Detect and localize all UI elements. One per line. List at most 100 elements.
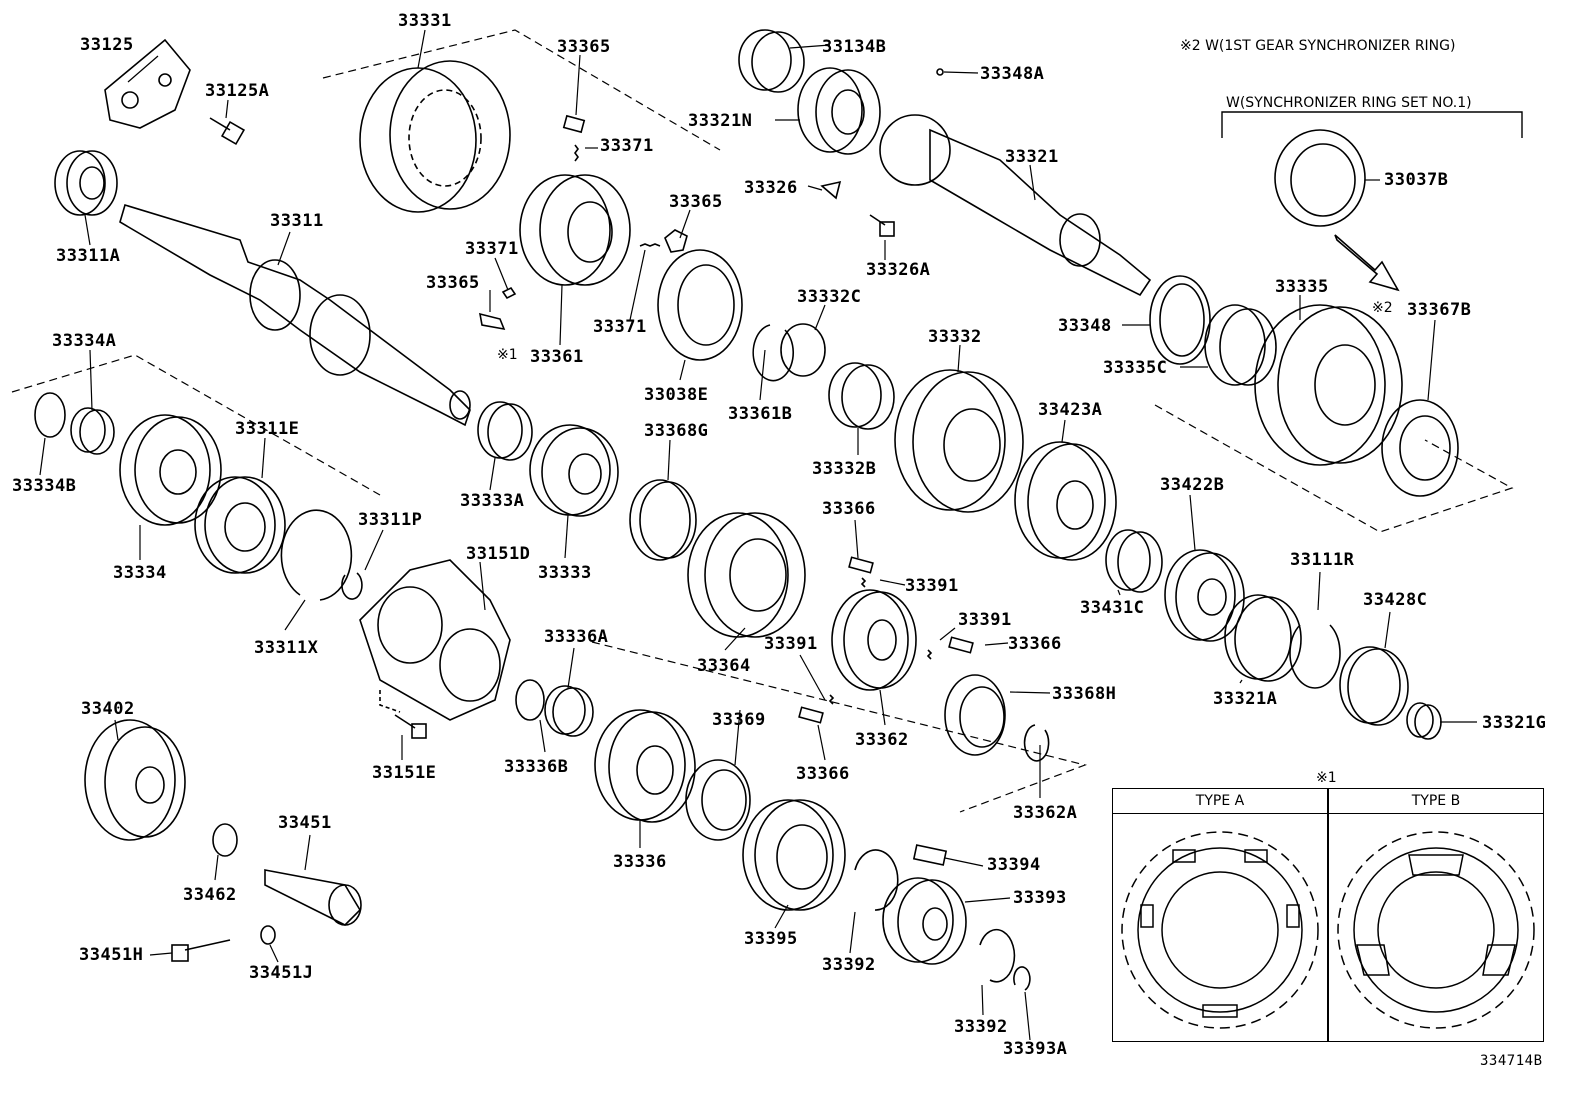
part-label: 33037B bbox=[1384, 170, 1449, 190]
part-label: 33392 bbox=[822, 955, 876, 975]
bearing-33334A bbox=[70, 407, 115, 455]
bearing-33311A bbox=[54, 150, 118, 216]
washer-33451J bbox=[260, 925, 276, 945]
arrow bbox=[1334, 234, 1400, 292]
part-label: 33391 bbox=[958, 610, 1012, 630]
part-label: 33334B bbox=[12, 476, 77, 496]
part-label: 33402 bbox=[81, 699, 135, 719]
part-label: 33428C bbox=[1363, 590, 1428, 610]
part-label: 33422B bbox=[1160, 475, 1225, 495]
part-label: 33361B bbox=[728, 404, 793, 424]
snapring-33362A bbox=[1023, 724, 1050, 762]
gear-33423A bbox=[1014, 441, 1117, 561]
part-label: 33333 bbox=[538, 563, 592, 583]
ring-33332C bbox=[780, 323, 826, 377]
snapring-33392a bbox=[854, 849, 899, 911]
part-label: 33462 bbox=[183, 885, 237, 905]
part-label: 33365 bbox=[669, 192, 723, 212]
part-label: 33336B bbox=[504, 757, 569, 777]
gear-33336 bbox=[594, 709, 696, 823]
hub-33362 bbox=[831, 589, 917, 691]
drawing-number: 334714B bbox=[1480, 1053, 1543, 1069]
bearing-33335C bbox=[1204, 304, 1277, 386]
part-label: 33311X bbox=[254, 638, 319, 658]
part-label: 33371 bbox=[593, 317, 647, 337]
gear-33402 bbox=[84, 719, 186, 841]
part-label: 33332C bbox=[797, 287, 862, 307]
part-label: 33392 bbox=[954, 1017, 1008, 1037]
part-label: 33335 bbox=[1275, 277, 1329, 297]
part-label: 33125A bbox=[205, 81, 270, 101]
part-label: 33321N bbox=[688, 111, 753, 131]
part-label: 33332B bbox=[812, 459, 877, 479]
gear-33332 bbox=[894, 369, 1024, 513]
type-a-ring-illustration bbox=[1121, 831, 1319, 1029]
part-label: 33451H bbox=[79, 945, 144, 965]
part-label: 33125 bbox=[80, 35, 134, 55]
part-label: 33451J bbox=[249, 963, 314, 983]
washer-33348 bbox=[1149, 275, 1211, 365]
gear-33333 bbox=[529, 424, 619, 517]
bearing-33321N bbox=[797, 67, 881, 155]
part-label: 33367B bbox=[1407, 300, 1472, 320]
note-mark1-label: ※1 bbox=[497, 347, 518, 363]
part-label: 33368H bbox=[1052, 684, 1117, 704]
bearing-33311E bbox=[194, 476, 286, 574]
plate-33151D bbox=[359, 559, 511, 721]
part-label: 33362A bbox=[1013, 803, 1078, 823]
part-label: 33334A bbox=[52, 331, 117, 351]
type-a-header: TYPE A bbox=[1113, 789, 1327, 814]
bolt-33451H bbox=[171, 939, 231, 962]
part-label: 33335C bbox=[1103, 358, 1168, 378]
part-label: 33311 bbox=[270, 211, 324, 231]
part-label: 33311P bbox=[358, 510, 423, 530]
part-label: 33321G bbox=[1482, 713, 1547, 733]
note-mark1-table: ※1 bbox=[1316, 770, 1337, 786]
bolt-33151E bbox=[394, 714, 427, 739]
part-label: 33311A bbox=[56, 246, 121, 266]
part-label: 33321A bbox=[1213, 689, 1278, 709]
part-label: 33371 bbox=[600, 136, 654, 156]
snapring-33393A bbox=[1013, 966, 1031, 991]
part-label: 33395 bbox=[744, 929, 798, 949]
part-label: 33364 bbox=[697, 656, 751, 676]
gear-33422B bbox=[1164, 549, 1245, 642]
washer-33462 bbox=[212, 823, 238, 857]
shaft-33311 bbox=[119, 203, 471, 427]
part-label: 33134B bbox=[822, 37, 887, 57]
part-label: 33311E bbox=[235, 419, 300, 439]
snapring-33111R bbox=[1289, 624, 1341, 689]
part-label: 33368G bbox=[644, 421, 709, 441]
part-label: 33431C bbox=[1080, 598, 1145, 618]
part-label: 33393 bbox=[1013, 888, 1067, 908]
part-label: 33366 bbox=[796, 764, 850, 784]
synchronizer-type-table: TYPE A TYPE B bbox=[1112, 788, 1544, 1042]
bearing-33333A bbox=[477, 401, 533, 461]
washer-33336B bbox=[515, 679, 545, 721]
shaft-33451 bbox=[264, 869, 362, 926]
sleeve-33364 bbox=[687, 512, 806, 638]
ring-33368H bbox=[944, 674, 1006, 756]
part-label: 33366 bbox=[1008, 634, 1062, 654]
gear-33335 bbox=[1254, 304, 1403, 466]
part-label: 33365 bbox=[557, 37, 611, 57]
part-label: 33333A bbox=[460, 491, 525, 511]
part-label: 33365 bbox=[426, 273, 480, 293]
snapring-33311X bbox=[280, 509, 353, 601]
gear-33393 bbox=[882, 877, 967, 965]
snapring-33392b bbox=[979, 928, 1016, 983]
part-label: 33326A bbox=[866, 260, 931, 280]
sleeve-33331 bbox=[359, 60, 511, 213]
part-label: 33331 bbox=[398, 11, 452, 31]
part-label: 33371 bbox=[465, 239, 519, 259]
bearing-33134B bbox=[738, 29, 805, 93]
part-label: 33348A bbox=[980, 64, 1045, 84]
part-label: 33369 bbox=[712, 710, 766, 730]
part-label: 33348 bbox=[1058, 316, 1112, 336]
part-label: 33391 bbox=[764, 634, 818, 654]
part-label: 33393A bbox=[1003, 1039, 1068, 1059]
ring-33038E bbox=[657, 249, 743, 361]
part-label: 33391 bbox=[905, 576, 959, 596]
